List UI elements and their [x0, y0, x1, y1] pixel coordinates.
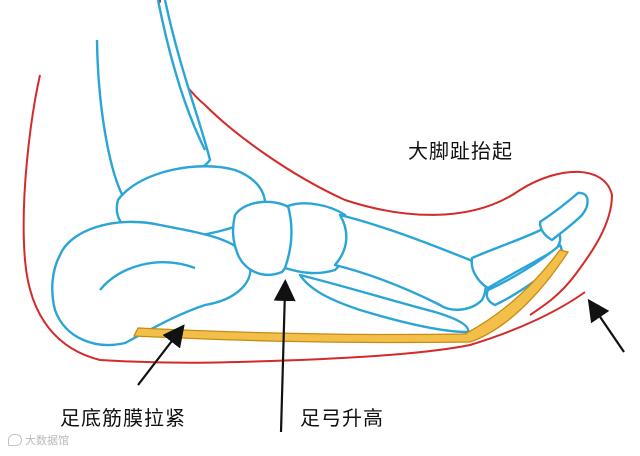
- watermark-text: 大数据馆: [25, 432, 69, 448]
- label-arch-raised: 足弓升高: [300, 402, 384, 431]
- label-toes-raised: 大脚趾抬起: [408, 135, 513, 164]
- watermark: 大数据馆: [8, 432, 69, 448]
- distal-phalanx-bone: [540, 193, 588, 240]
- watermark-logo-icon: [8, 434, 22, 446]
- calcaneus-bone: [52, 222, 250, 345]
- foot-bones: [52, 0, 587, 345]
- label-plantar-fascia-tight: 足底筋膜拉紧: [60, 402, 186, 431]
- arrow-toe-raised: [594, 308, 624, 352]
- arrow-plantar-fascia: [138, 333, 178, 385]
